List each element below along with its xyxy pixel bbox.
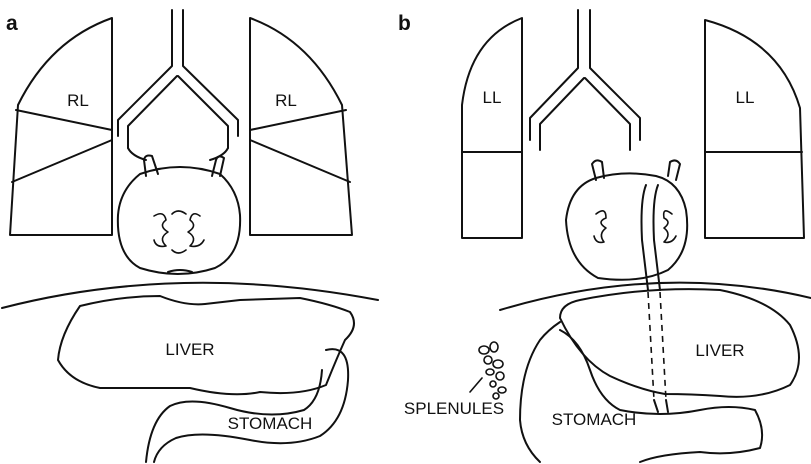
panel-a-letter: a bbox=[6, 12, 18, 35]
panel-b-diaphragm bbox=[500, 283, 811, 310]
panel-a-stomach-label: STOMACH bbox=[228, 414, 313, 433]
panel-a-liver: LIVER bbox=[58, 296, 354, 394]
panel-b: b LL LL bbox=[398, 10, 811, 462]
panel-b-liver: LIVER bbox=[560, 289, 799, 397]
panel-b-left-lung: LL bbox=[462, 18, 522, 238]
panel-b-stomach-label: STOMACH bbox=[552, 410, 637, 429]
panel-a-right-lung: RL bbox=[250, 18, 352, 235]
panel-b-right-lung-label: LL bbox=[736, 88, 755, 107]
panel-a-trachea bbox=[118, 10, 238, 160]
panel-b-left-lung-label: LL bbox=[483, 88, 502, 107]
panel-b-splenules: SPLENULES bbox=[404, 342, 506, 418]
panel-b-letter: b bbox=[398, 12, 411, 35]
panel-a-stomach: STOMACH bbox=[146, 349, 348, 462]
panel-a-liver-label: LIVER bbox=[165, 340, 214, 359]
panel-b-liver-label: LIVER bbox=[695, 341, 744, 360]
panel-a-left-lung: RL bbox=[10, 18, 112, 235]
panel-b-heart bbox=[566, 160, 687, 290]
panel-b-tube bbox=[648, 292, 668, 412]
panel-a: a RL RL bbox=[2, 10, 378, 462]
panel-b-splenules-label: SPLENULES bbox=[404, 399, 504, 418]
panel-a-right-lung-label: RL bbox=[275, 91, 297, 110]
panel-b-trachea bbox=[530, 10, 640, 150]
panel-a-left-lung-label: RL bbox=[67, 91, 89, 110]
panel-b-right-lung: LL bbox=[705, 20, 804, 238]
panel-a-heart bbox=[118, 156, 240, 275]
